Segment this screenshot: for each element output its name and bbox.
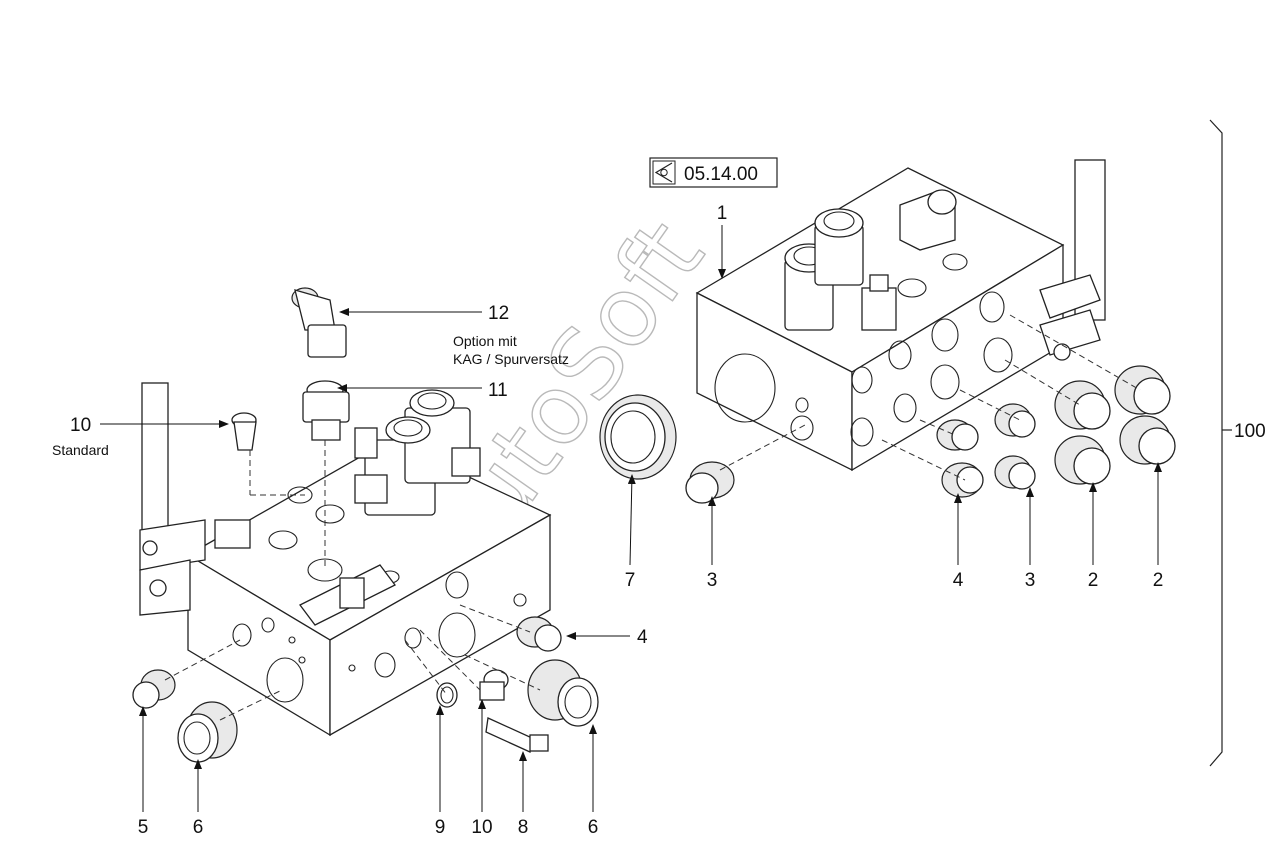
callout-9[interactable]: 9 xyxy=(435,817,446,838)
view-eye-icon xyxy=(652,160,676,185)
standard-note: Standard xyxy=(52,442,109,458)
callout-2-left[interactable]: 2 xyxy=(1088,570,1099,591)
callout-7[interactable]: 7 xyxy=(625,570,636,591)
callout-2-right[interactable]: 2 xyxy=(1153,570,1164,591)
callout-11[interactable]: 11 xyxy=(488,380,508,401)
right-fittings xyxy=(599,314,1176,504)
callout-4-right[interactable]: 4 xyxy=(953,570,964,591)
callout-10-standard[interactable]: 10 xyxy=(70,415,91,436)
callout-8[interactable]: 8 xyxy=(518,817,529,838)
left-fittings xyxy=(132,287,599,763)
callout-6-left[interactable]: 6 xyxy=(193,817,204,838)
callout-10-bottom[interactable]: 10 xyxy=(471,817,492,838)
reference-box[interactable]: 05.14.00 xyxy=(649,157,778,188)
callout-4-left[interactable]: 4 xyxy=(637,627,648,648)
valve-block-right xyxy=(695,159,1106,472)
option-note-line1: Option mit xyxy=(453,333,517,349)
callout-3-right[interactable]: 3 xyxy=(1025,570,1036,591)
reference-code: 05.14.00 xyxy=(684,164,758,185)
notes: Option mit KAG / Spurversatz Standard xyxy=(52,333,569,458)
callout-5[interactable]: 5 xyxy=(138,817,149,838)
callout-100[interactable]: 100 xyxy=(1234,421,1266,442)
valve-block-left xyxy=(139,382,552,737)
leader-lines xyxy=(100,225,1162,812)
callout-1[interactable]: 1 xyxy=(717,203,728,224)
assembly-bracket xyxy=(1209,119,1232,767)
callout-3-left[interactable]: 3 xyxy=(707,570,718,591)
callout-6-right[interactable]: 6 xyxy=(588,817,599,838)
option-note-line2: KAG / Spurversatz xyxy=(453,351,569,367)
callouts: 1 12 11 10 7 3 4 3 2 2 4 5 6 9 10 8 6 10… xyxy=(70,203,1266,838)
callout-12[interactable]: 12 xyxy=(488,303,509,324)
